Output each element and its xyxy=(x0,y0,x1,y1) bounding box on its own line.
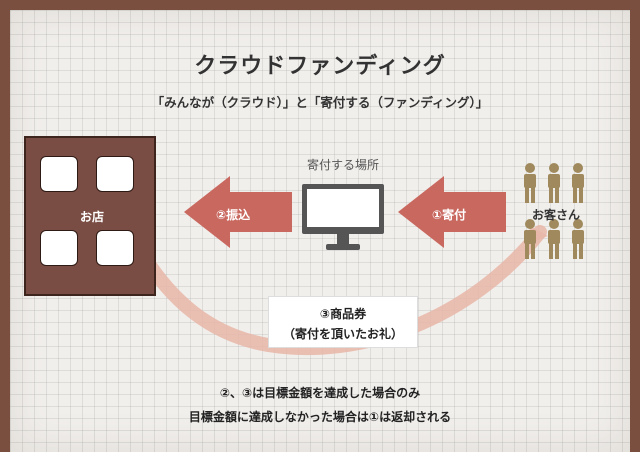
store-window xyxy=(40,230,78,266)
page-subtitle: 「みんなが（クラウド）」と「寄付する（ファンディング）」 xyxy=(151,95,489,110)
store-window xyxy=(96,230,134,266)
store-window xyxy=(40,156,78,192)
customers-people-icon xyxy=(524,163,584,259)
note-line-2: 目標金額に達成しなかった場合は①は返却される xyxy=(188,410,452,424)
store-label: お店 xyxy=(79,210,104,224)
transfer-label: ②振込 xyxy=(216,208,251,222)
donate-arrow xyxy=(398,176,506,248)
store-window xyxy=(96,156,134,192)
page-title: クラウドファンディング xyxy=(194,54,446,79)
store-building: お店 xyxy=(24,136,156,296)
funding-place-label: 寄付する場所 xyxy=(306,158,379,172)
customers-label: お客さん xyxy=(531,208,580,222)
donate-label: ①寄付 xyxy=(432,208,467,222)
voucher-subtitle: （寄付を頂いたお礼） xyxy=(282,327,403,341)
voucher-title: ③商品券 xyxy=(319,307,367,321)
transfer-arrow xyxy=(184,176,292,248)
voucher-box: ③商品券 （寄付を頂いたお礼） xyxy=(268,296,418,348)
note-line-1: ②、③は目標金額を達成した場合のみ xyxy=(219,386,421,400)
computer-monitor-icon xyxy=(302,184,384,250)
